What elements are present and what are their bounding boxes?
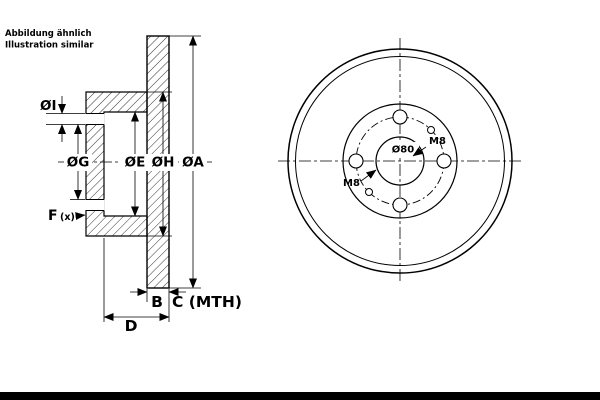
dim-label-og: ØG [67,155,90,171]
m8-thread-hole [427,126,435,134]
bolt-hole [392,197,408,213]
label-mask [387,142,419,155]
bolt-hole [348,153,364,169]
dim-label-c: C (MTH) [172,293,242,311]
label-mask [64,154,92,171]
dim-label-oe: ØE [125,155,146,171]
m8-callout-right: M8 [412,136,446,157]
dim-label-b: B [151,293,163,311]
bolt-hole [436,153,452,169]
dim-label-f: F [48,208,58,224]
leader-arrow [75,212,86,221]
dim-label-oa: ØA [182,155,204,171]
label-mask [179,154,207,171]
dim-label-f-suffix: (x) [60,212,75,223]
leader-arrow [360,169,377,182]
m8-callout-left: M8 [343,169,377,189]
friction-band-circle [295,56,505,266]
m8-thread-hole [365,188,373,196]
bolt-hole-top [85,113,105,125]
label-mask [149,154,177,171]
front-view: Ø80 M8 M8 [278,38,523,284]
m8-label-right: M8 [429,136,446,147]
note-line-1: Abbildung ähnlich [5,29,92,39]
dim-label-oi: ØI [40,98,57,114]
section-view: ØI ØG ØE ØH ØA F (x) [40,35,242,335]
bolt-hole-top-void [85,113,105,125]
dimension-d [103,238,170,322]
leader-arrow [412,146,427,157]
dim-label-d: D [125,317,138,335]
bottom-bar [0,392,600,400]
center-bore-label: Ø80 [392,144,414,156]
callout-f: F (x) [48,208,86,224]
label-mask [121,154,149,171]
hub-circle [342,103,458,219]
outer-diameter-circle [287,48,513,274]
bolt-hole-bottom [85,199,105,211]
similarity-note: Abbildung ähnlich Illustration similar [5,29,94,51]
m8-label-left: M8 [343,178,360,189]
dim-label-oh: ØH [152,155,175,171]
note-line-2: Illustration similar [5,41,94,51]
center-bore-circle [375,136,425,186]
bolt-hole [392,109,408,125]
bolt-hole-bottom-void [85,199,105,211]
